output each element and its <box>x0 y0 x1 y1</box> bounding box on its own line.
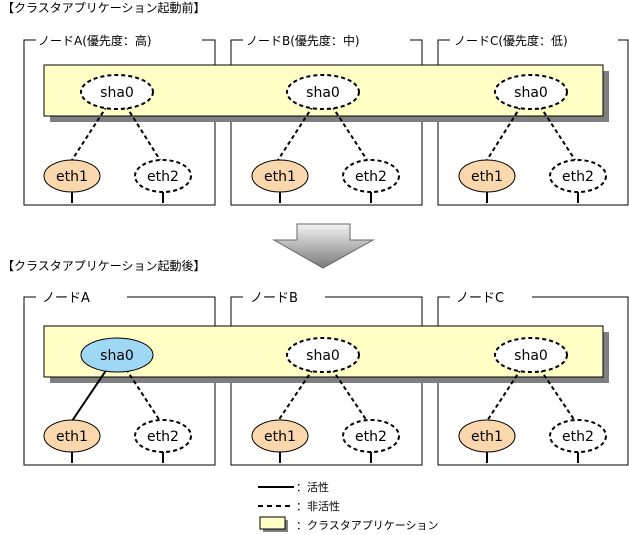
eth2-ellipse: eth2 <box>549 159 607 203</box>
link-sha-eth1 <box>71 105 108 161</box>
svg-text:：非活性: ：非活性 <box>296 499 340 513</box>
sha0-ellipse: sha0 <box>80 74 154 110</box>
link-sha-eth2 <box>331 368 368 422</box>
node-label: ノードB <box>250 291 298 306</box>
node-label: ノードA(優先度：高) <box>38 33 152 48</box>
eth2-ellipse: eth2 <box>342 159 400 203</box>
svg-text:sha0: sha0 <box>306 348 340 364</box>
svg-text:：活性: ：活性 <box>296 480 329 494</box>
legend: ：活性 ：非活性 ：クラスタアプリケーション <box>258 480 439 532</box>
node-frame-after-a: ノードA <box>23 291 216 466</box>
eth1-ellipse: eth1 <box>458 159 516 203</box>
svg-text:sha0: sha0 <box>514 85 548 101</box>
eth1-ellipse: eth1 <box>43 419 101 463</box>
svg-text:eth1: eth1 <box>471 169 503 185</box>
sha0-ellipse: sha0 <box>494 74 568 110</box>
svg-text:eth2: eth2 <box>355 429 387 445</box>
eth2-ellipse: eth2 <box>134 419 192 463</box>
node-frame-before-b: ノードB(優先度：中) <box>230 33 423 206</box>
eth1-ellipse: eth1 <box>458 419 516 463</box>
link-sha-eth1 <box>277 105 314 161</box>
svg-text:eth1: eth1 <box>471 429 503 445</box>
svg-text:eth1: eth1 <box>264 429 296 445</box>
section-title-before: 【クラスタアプリケーション起動前】 <box>2 0 206 15</box>
eth2-ellipse: eth2 <box>134 159 192 203</box>
node-label: ノードB(優先度：中) <box>246 33 360 48</box>
eth1-ellipse: eth1 <box>251 159 309 203</box>
svg-text:eth2: eth2 <box>562 169 594 185</box>
link-sha-eth2 <box>539 368 576 422</box>
link-sha-eth1-active <box>71 368 108 422</box>
node-label: ノードA <box>42 291 90 306</box>
link-sha-eth2 <box>125 368 161 422</box>
svg-text:eth2: eth2 <box>355 169 387 185</box>
legend-inactive: ：非活性 <box>258 499 340 513</box>
legend-active: ：活性 <box>258 480 329 494</box>
svg-text:sha0: sha0 <box>306 85 340 101</box>
node-frame-before-c: ノードC(優先度：低) <box>437 33 629 206</box>
svg-text:eth2: eth2 <box>147 169 179 185</box>
svg-text:：クラスタアプリケーション: ：クラスタアプリケーション <box>296 519 439 532</box>
node-label: ノードC <box>456 291 504 306</box>
svg-text:eth1: eth1 <box>264 169 296 185</box>
link-sha-eth2 <box>331 105 368 161</box>
down-arrow-icon <box>272 223 375 269</box>
svg-text:eth2: eth2 <box>147 429 179 445</box>
legend-cluster-app: ：クラスタアプリケーション <box>259 516 439 532</box>
sha0-ellipse: sha0 <box>286 337 360 373</box>
sha0-ellipse: sha0 <box>494 337 568 373</box>
eth2-ellipse: eth2 <box>549 419 607 463</box>
node-frame-before-a: ノードA(優先度：高) <box>23 33 216 206</box>
eth1-ellipse: eth1 <box>43 159 101 203</box>
svg-text:sha0: sha0 <box>100 85 134 101</box>
link-sha-eth1 <box>486 368 522 422</box>
link-sha-eth1 <box>486 105 522 161</box>
section-title-after: 【クラスタアプリケーション起動後】 <box>2 259 206 273</box>
svg-text:eth1: eth1 <box>56 169 88 185</box>
svg-text:sha0: sha0 <box>100 348 134 364</box>
svg-text:eth1: eth1 <box>56 429 88 445</box>
eth1-ellipse: eth1 <box>251 419 309 463</box>
svg-text:sha0: sha0 <box>514 348 548 364</box>
link-sha-eth1 <box>277 368 314 422</box>
sha0-ellipse: sha0 <box>286 74 360 110</box>
sha0-ellipse-active: sha0 <box>80 337 154 373</box>
link-sha-eth2 <box>125 105 161 161</box>
node-frame-after-c: ノードC <box>437 291 629 466</box>
node-label: ノードC(優先度：低) <box>454 33 568 48</box>
link-sha-eth2 <box>539 105 576 161</box>
eth2-ellipse: eth2 <box>342 419 400 463</box>
node-frame-after-b: ノードB <box>230 291 423 466</box>
svg-text:eth2: eth2 <box>562 429 594 445</box>
